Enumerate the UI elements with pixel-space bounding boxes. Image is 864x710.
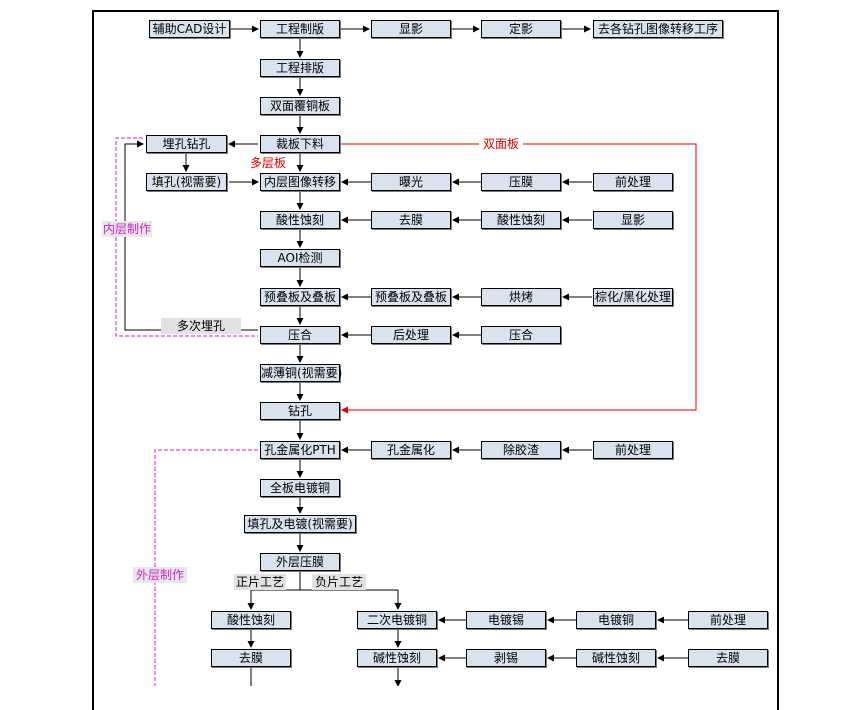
flow-connectors: [115, 25, 697, 686]
node-second-copper: 二次电镀铜: [357, 611, 437, 629]
node-acid-etch-1: 酸性蚀刻: [260, 211, 340, 229]
outer-layer-bracket: [154, 449, 258, 686]
node-thin-copper: 减薄铜(视需要): [260, 364, 343, 382]
node-prestack-1: 预叠板及叠板: [260, 288, 340, 306]
node-alkaline-etch-2: 碱性蚀刻: [576, 649, 656, 667]
node-acid-etch-2: 酸性蚀刻: [481, 211, 561, 229]
node-strip-1: 去膜: [371, 211, 451, 229]
node-brown-oxide: 棕化/黑化处理: [593, 288, 673, 306]
node-fill-plate: 填孔及电镀(视需要): [244, 515, 356, 533]
node-double-ccl: 双面覆铜板: [260, 97, 340, 115]
node-outer-film: 外层压膜: [260, 553, 340, 571]
node-desmear: 除胶渣: [481, 441, 561, 459]
node-engineering-plate: 工程制版: [260, 20, 340, 38]
node-strip-3: 去膜: [688, 649, 768, 667]
node-to-drill-image: 去各钻孔图像转移工序: [593, 20, 723, 38]
node-acid-etch-3: 酸性蚀刻: [211, 611, 291, 629]
node-develop-2: 显影: [593, 211, 673, 229]
node-drill: 钻孔: [260, 402, 340, 420]
label-positive-process: 正片工艺: [234, 574, 286, 590]
node-bury-drill: 埋孔钻孔: [146, 135, 227, 153]
node-inner-image: 内层图像转移: [260, 173, 340, 191]
node-bake: 烘烤: [481, 288, 561, 306]
node-cut: 裁板下料: [260, 135, 340, 153]
node-layout: 工程排版: [260, 59, 340, 77]
node-fix: 定影: [481, 20, 561, 38]
node-pretreat-2: 前处理: [593, 441, 673, 459]
node-tin-plate: 电镀锡: [466, 611, 546, 629]
node-develop: 显影: [371, 20, 451, 38]
label-multi-bury: 多次埋孔: [161, 318, 241, 334]
node-prestack-2: 预叠板及叠板: [371, 288, 451, 306]
node-post-treat: 后处理: [371, 326, 451, 344]
inner-layer-bracket: [115, 137, 258, 337]
node-aoi: AOI检测: [260, 249, 340, 267]
node-pth: 孔金属化PTH: [260, 441, 340, 459]
node-laminate-film: 压膜: [481, 173, 561, 191]
node-press-2: 压合: [481, 326, 561, 344]
node-cad-design: 辅助CAD设计: [149, 20, 230, 38]
label-multilayer: 多层板: [247, 155, 289, 171]
node-metallize: 孔金属化: [371, 441, 451, 459]
node-fill-hole: 填孔(视需要): [146, 173, 227, 191]
node-strip-2: 去膜: [211, 649, 291, 667]
node-pretreat-1: 前处理: [593, 173, 673, 191]
node-panel-plate: 全板电镀铜: [260, 479, 340, 497]
label-inner-layer: 内层制作: [102, 221, 152, 237]
label-negative-process: 负片工艺: [312, 574, 366, 590]
node-pretreat-3: 前处理: [688, 611, 768, 629]
edge: [124, 140, 258, 331]
label-outer-layer: 外层制作: [133, 567, 187, 583]
diagram-frame: [92, 10, 779, 710]
node-alkaline-etch: 碱性蚀刻: [357, 649, 437, 667]
node-copper-plate: 电镀铜: [576, 611, 656, 629]
node-press-1: 压合: [260, 326, 340, 344]
node-expose: 曝光: [371, 173, 451, 191]
node-tin-strip: 剥锡: [466, 649, 546, 667]
label-double-side: 双面板: [479, 136, 523, 152]
